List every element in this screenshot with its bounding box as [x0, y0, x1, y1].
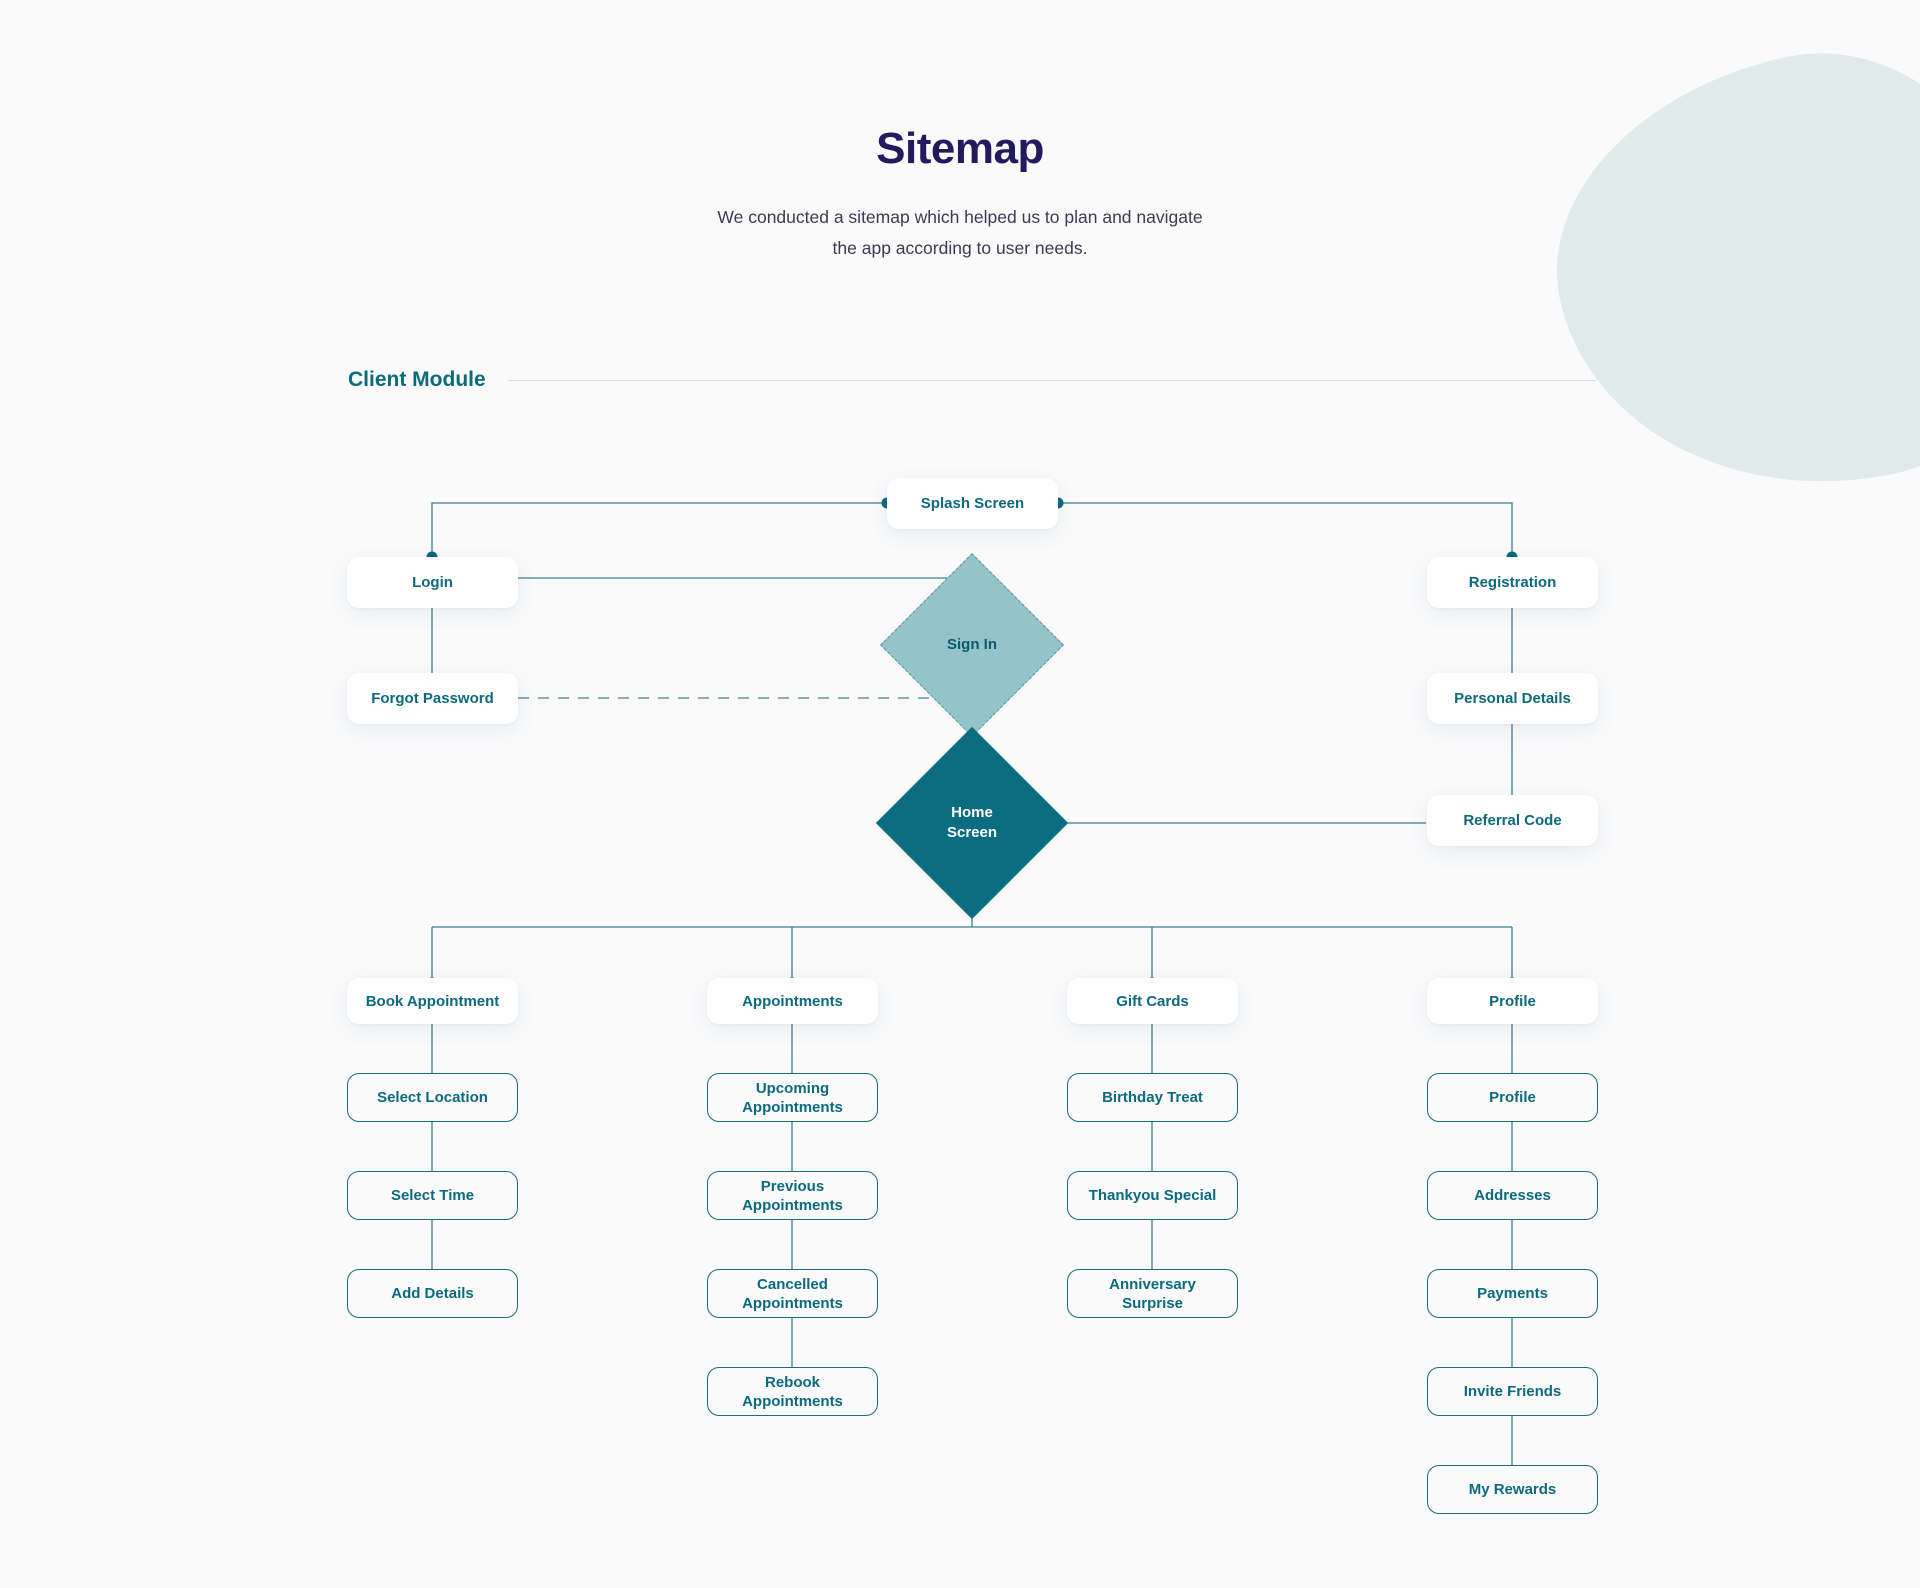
module-header: Client Module	[348, 368, 1596, 392]
node-my-rewards[interactable]: My Rewards	[1427, 1465, 1598, 1514]
node-profile[interactable]: Profile	[1427, 978, 1598, 1024]
node-profile-detail[interactable]: Profile	[1427, 1073, 1598, 1122]
page-header: Sitemap We conducted a sitemap which hel…	[0, 0, 1920, 264]
page-subtitle: We conducted a sitemap which helped us t…	[0, 202, 1920, 264]
node-birthday-treat[interactable]: Birthday Treat	[1067, 1073, 1238, 1122]
node-login[interactable]: Login	[347, 557, 518, 608]
node-sign-in[interactable]: Sign In	[880, 553, 1064, 737]
node-splash-screen[interactable]: Splash Screen	[887, 478, 1058, 529]
node-book-appointment[interactable]: Book Appointment	[347, 978, 518, 1024]
node-thankyou-special[interactable]: Thankyou Special	[1067, 1171, 1238, 1220]
home-screen-label: Home Screen	[947, 803, 997, 843]
node-home-screen[interactable]: Home Screen	[875, 726, 1069, 920]
sign-in-label: Sign In	[947, 636, 997, 653]
node-add-details[interactable]: Add Details	[347, 1269, 518, 1318]
node-payments[interactable]: Payments	[1427, 1269, 1598, 1318]
page-title: Sitemap	[876, 124, 1044, 173]
node-rebook-appointments[interactable]: Rebook Appointments	[707, 1367, 878, 1416]
home-screen-label-line-1: Home	[951, 804, 993, 821]
page-subtitle-line-1: We conducted a sitemap which helped us t…	[717, 207, 1203, 227]
node-invite-friends[interactable]: Invite Friends	[1427, 1367, 1598, 1416]
page-subtitle-line-2: the app according to user needs.	[832, 238, 1088, 258]
node-previous-appointments[interactable]: Previous Appointments	[707, 1171, 878, 1220]
node-select-time[interactable]: Select Time	[347, 1171, 518, 1220]
node-referral-code[interactable]: Referral Code	[1427, 795, 1598, 846]
module-title: Client Module	[348, 368, 486, 391]
node-anniversary-surprise[interactable]: Anniversary Surprise	[1067, 1269, 1238, 1318]
node-select-location[interactable]: Select Location	[347, 1073, 518, 1122]
module-divider	[507, 379, 1596, 381]
node-gift-cards[interactable]: Gift Cards	[1067, 978, 1238, 1024]
node-registration[interactable]: Registration	[1427, 557, 1598, 608]
node-forgot-password[interactable]: Forgot Password	[347, 673, 518, 724]
node-appointments[interactable]: Appointments	[707, 978, 878, 1024]
node-personal-details[interactable]: Personal Details	[1427, 673, 1598, 724]
node-upcoming-appointments[interactable]: Upcoming Appointments	[707, 1073, 878, 1122]
node-addresses[interactable]: Addresses	[1427, 1171, 1598, 1220]
node-cancelled-appointments[interactable]: Cancelled Appointments	[707, 1269, 878, 1318]
home-screen-label-line-2: Screen	[946, 824, 998, 841]
